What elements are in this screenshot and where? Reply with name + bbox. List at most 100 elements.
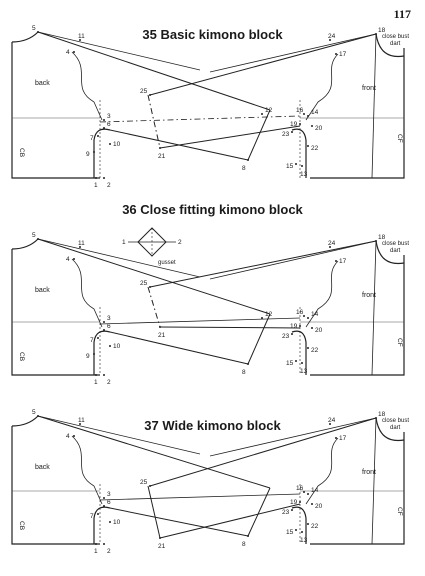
back-shoulder-line [37, 31, 271, 111]
point-label-16: 16 [296, 107, 304, 114]
front-shoulder-line [149, 417, 377, 487]
point-label-5: 5 [32, 232, 36, 239]
back-panel-outline [11, 426, 100, 545]
point-label-1: 1 [94, 548, 98, 555]
block-title-36: 36 Close fitting kimono block [122, 202, 303, 217]
point-label-13: 13 [300, 537, 308, 544]
cb-label: CB [18, 352, 25, 361]
front-armhole-curve [305, 437, 339, 505]
point-label-10: 10 [113, 343, 121, 350]
point-dot-4 [73, 51, 75, 53]
back-neck-curve [11, 31, 39, 43]
point-dot-11 [79, 423, 81, 425]
point-dot-8 [247, 535, 249, 537]
back-sleeve-hem [247, 313, 271, 365]
point-label-18: 18 [378, 411, 386, 418]
front-underarm-curve [291, 128, 307, 141]
front-panel-outline [310, 255, 405, 376]
point-dot-17 [335, 260, 337, 262]
point-dot-15 [295, 163, 297, 165]
point-label-23: 23 [282, 131, 290, 138]
front-underarm-line [159, 326, 301, 329]
point-dot-11 [79, 246, 81, 248]
point-label-14: 14 [311, 311, 319, 318]
point-dot-24 [329, 39, 331, 41]
point-dot-6 [103, 505, 105, 507]
point-dot-4 [73, 258, 75, 260]
point-label-25: 25 [140, 479, 148, 486]
point-dot-17 [335, 53, 337, 55]
point-dot-7 [97, 337, 99, 339]
cf-label: CF [396, 507, 403, 516]
point-label-4: 4 [66, 433, 70, 440]
point-label-9: 9 [86, 151, 90, 158]
crossing-line [99, 115, 301, 123]
cb-label: CB [18, 148, 25, 157]
front-neck-curve [375, 33, 405, 58]
crossing-line [99, 493, 301, 501]
point-label-17: 17 [339, 51, 347, 58]
point-dot-22 [307, 347, 309, 349]
front-underarm-curve [291, 506, 307, 519]
point-label-14: 14 [311, 109, 319, 116]
front-shoulder-line-2 [209, 33, 377, 73]
point-dot-10 [109, 143, 111, 145]
point-dot-13 [301, 531, 303, 533]
point-dot-18 [375, 417, 377, 419]
back-label: back [35, 287, 50, 294]
front-label: front [362, 292, 376, 299]
point-label-9: 9 [86, 353, 90, 360]
back-panel-outline [11, 249, 100, 376]
cb-label: CB [18, 521, 25, 530]
close-bust-label: close bust [382, 241, 409, 247]
back-shoulder-line-2 [37, 238, 201, 278]
dart-label: dart [390, 248, 401, 254]
point-dot-12 [261, 113, 263, 115]
front-underarm-curve [291, 330, 307, 343]
block-title-37: 37 Wide kimono block [144, 418, 281, 433]
cf-label: CF [396, 338, 403, 347]
point-label-17: 17 [339, 258, 347, 265]
point-label-12: 12 [265, 311, 273, 318]
point-dot-13 [301, 165, 303, 167]
close-bust-label: close bust [382, 418, 409, 424]
point-label-3: 3 [107, 113, 111, 120]
back-armhole-curve [71, 435, 103, 505]
block-title-35: 35 Basic kimono block [142, 27, 283, 42]
point-label-21: 21 [158, 332, 166, 339]
front-neck-curve [375, 240, 405, 265]
point-dot-25 [149, 94, 151, 96]
point-dot-8 [247, 159, 249, 161]
cf-label: CF [396, 134, 403, 143]
point-label-2: 2 [107, 548, 111, 555]
point-label-19: 19 [290, 121, 298, 128]
point-dot-10 [109, 345, 111, 347]
front-sleeve-hem [147, 94, 161, 149]
front-dart-line [371, 240, 377, 376]
point-dot-24 [329, 423, 331, 425]
gusset-point-2: 2 [178, 239, 182, 246]
front-sleeve-hem [147, 485, 161, 539]
point-dot-25 [149, 286, 151, 288]
front-armhole-curve [305, 53, 339, 121]
point-label-20: 20 [315, 327, 323, 334]
point-label-23: 23 [282, 509, 290, 516]
point-dot-21 [159, 326, 161, 328]
point-dot-5 [37, 31, 39, 33]
back-sleeve-hem [247, 109, 271, 161]
point-dot-20 [311, 327, 313, 329]
point-dot-6 [103, 329, 105, 331]
back-underarm-curve [93, 330, 111, 343]
point-label-5: 5 [32, 25, 36, 32]
point-dot-3 [103, 321, 105, 323]
point-label-14: 14 [311, 487, 319, 494]
point-dot-14 [307, 493, 309, 495]
point-dot-10 [109, 521, 111, 523]
point-dot-14 [307, 317, 309, 319]
back-shoulder-line [37, 415, 271, 489]
point-label-8: 8 [242, 165, 246, 172]
point-dot-16 [303, 113, 305, 115]
point-dot-16 [303, 315, 305, 317]
front-shoulder-line [149, 240, 377, 288]
